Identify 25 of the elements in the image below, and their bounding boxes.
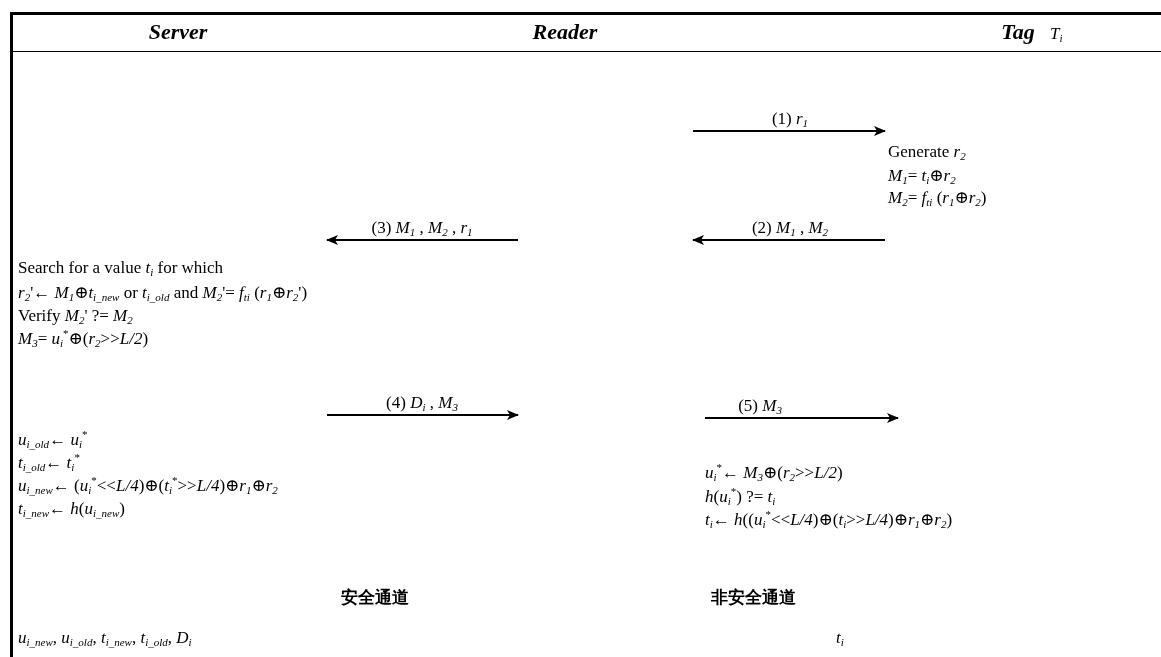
formula-text: u$_{i_new}$← (u$_{i}$$^{*}$<<L/4)⊕(t$_{i}$$^{*}$>>L/4)⊕r$_{1}$⊕r$_{2}$ — [18, 476, 278, 496]
formula-text: h(u$_{i}$$^{*}$) ?= t$_{i}$ — [705, 487, 776, 507]
message-label: (4) D$_{i}$ , M$_{3}$ — [386, 393, 458, 413]
column-header: Tag — [1001, 19, 1035, 45]
formula-text: t$_{i}$ — [836, 628, 844, 648]
formula-text: u$_{i}$$^{*}$← M$_{3}$⊕(r$_{2}$>>L/2) — [705, 463, 843, 483]
formula-text: u$_{i_new}$, u$_{i_old}$, t$_{i_new}$, t$_{i_old}$, D$_{i}$ — [18, 628, 192, 648]
channel-label: 非安全通道 — [710, 587, 796, 607]
message-label: (2) M$_{1}$ , M$_{2}$ — [751, 218, 829, 238]
formula-text: Generate r$_{2}$ — [888, 142, 966, 162]
message-label: (3) M$_{1}$ , M$_{2}$ , r$_{1}$ — [371, 218, 473, 238]
formula-text: M$_{2}$= f$_{ti}$ (r$_{1}$⊕r$_{2}$) — [888, 188, 987, 208]
message-label: (1) r$_{1}$ — [771, 109, 809, 129]
formula-text: r$_{2}$'← M$_{1}$⊕t$_{i_new}$ or t$_{i_old}$ and M$_{2}$'= f$_{ti}$ (r$_{1}$⊕r$_{2}$') — [18, 283, 308, 303]
column-header: T$_{i}$ — [1050, 24, 1063, 44]
column-header: Reader — [532, 19, 598, 45]
message-label: (5) M$_{3}$ — [738, 396, 782, 416]
formula-text: t$_{i}$← h((u$_{i}$$^{*}$<<L/4)⊕(t$_{i}$>>L/4)⊕r$_{1}$⊕r$_{2}$) — [705, 510, 953, 530]
formula-text: Verify M$_{2}$' ?= M$_{2}$ — [18, 306, 133, 326]
channel-label: 安全通道 — [341, 587, 409, 607]
formula-text: M$_{1}$= t$_{i}$⊕r$_{2}$ — [888, 166, 956, 186]
formula-text: Search for a value t$_{i}$ for which — [18, 258, 224, 278]
formula-text: M$_{3}$= u$_{i}$$^{*}$⊕(r$_{2}$>>L/2) — [18, 329, 149, 349]
column-header: Server — [148, 19, 208, 45]
formula-text: t$_{i_new}$← h(u$_{i_new}$) — [18, 499, 125, 519]
